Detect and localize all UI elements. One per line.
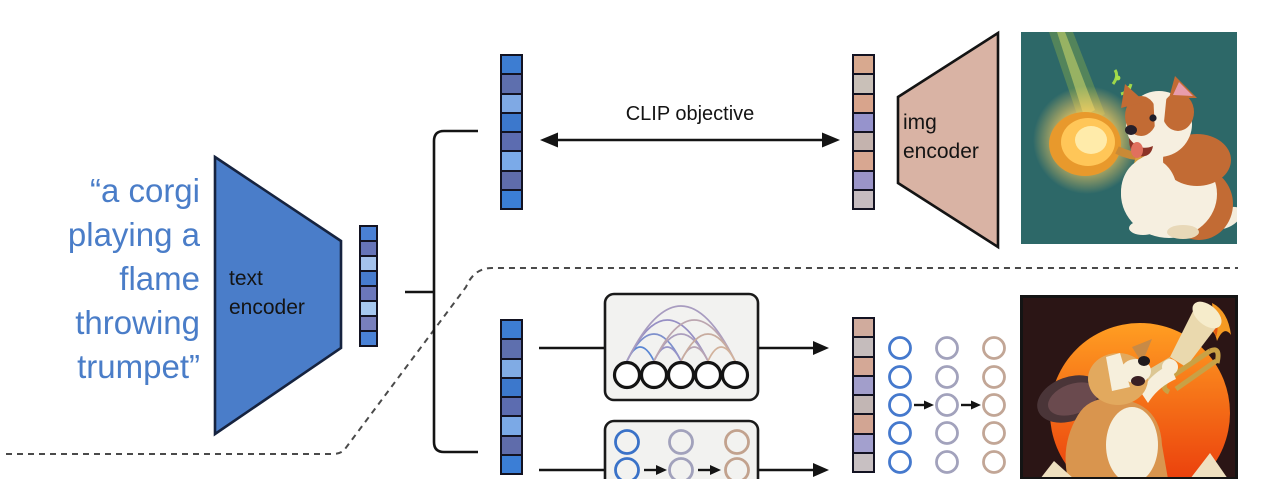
- embedding-cell: [852, 92, 875, 114]
- text-encoder-label-line1: text: [229, 267, 263, 290]
- img-encoder-label-line1: img: [903, 111, 937, 134]
- training-image: [1021, 32, 1237, 244]
- embedding-cell: [500, 376, 523, 399]
- embedding-cell: [852, 452, 875, 474]
- prompt-line: playing a: [67, 216, 200, 253]
- text-encoder-shape: [213, 154, 343, 437]
- embedding-cell: [852, 150, 875, 172]
- embedding-cell: [500, 357, 523, 379]
- prior-text-embedding: [500, 319, 523, 476]
- embedding-cell: [500, 415, 523, 437]
- prompt-line: flame: [119, 260, 200, 297]
- prior-image-embedding: [852, 317, 875, 474]
- prior-output-arrow: [758, 341, 829, 355]
- embedding-cell: [852, 394, 875, 416]
- img-encoder-label-line2: encoder: [903, 140, 979, 163]
- decoder-output-arrow: [758, 463, 829, 477]
- embedding-cell: [852, 374, 875, 397]
- embedding-cell: [500, 189, 523, 211]
- embedding-cell: [852, 432, 875, 455]
- clip-objective-arrow: [540, 132, 840, 148]
- embedding-cell: [359, 330, 378, 347]
- training-image-art: [1021, 32, 1237, 244]
- embedding-cell: [500, 319, 523, 341]
- embedding-cell: [500, 131, 523, 153]
- decoder-box-nodes: [614, 429, 750, 479]
- corgi-illustration-top: [1033, 32, 1237, 240]
- train-generate-divider-line: [6, 267, 1238, 455]
- diffusion-grid-nodes: [888, 336, 1006, 474]
- embedding-cell: [500, 169, 523, 192]
- embedding-cell: [500, 338, 523, 360]
- embedding-cell: [852, 111, 875, 134]
- embedding-cell: [852, 54, 875, 76]
- embedding-cell: [852, 317, 875, 339]
- img-encoder-label: img encoder: [903, 108, 979, 166]
- text-encoder-label-line2: encoder: [229, 296, 305, 319]
- embedding-cell: [500, 73, 523, 95]
- embedding-cell: [852, 413, 875, 435]
- embedding-cell: [500, 434, 523, 457]
- embedding-cell: [852, 189, 875, 211]
- embedding-cell: [500, 54, 523, 76]
- branch-bracket: [405, 129, 478, 454]
- decoder-step-arrows: [644, 465, 721, 475]
- prior-attention-arcs: [626, 305, 736, 362]
- prompt-text: “a corgi playing a flame throwing trumpe…: [0, 169, 200, 389]
- generated-image: [1020, 295, 1238, 479]
- text-encoder-output-embedding: [359, 225, 378, 347]
- corgi-illustration-bottom: [1020, 295, 1238, 479]
- embedding-cell: [500, 396, 523, 418]
- prompt-line: trumpet”: [77, 348, 200, 385]
- prompt-line: “a corgi: [89, 172, 200, 209]
- embedding-cell: [500, 454, 523, 476]
- clip-text-embedding: [500, 54, 523, 211]
- embedding-cell: [852, 336, 875, 358]
- prompt-line: throwing: [75, 304, 200, 341]
- embedding-cell: [852, 355, 875, 377]
- prior-token-nodes: [612, 360, 750, 390]
- embedding-cell: [852, 73, 875, 95]
- embedding-cell: [500, 150, 523, 172]
- text-encoder-label: text encoder: [229, 264, 305, 322]
- embedding-cell: [852, 131, 875, 153]
- embedding-cell: [500, 111, 523, 134]
- img-encoder-shape: [896, 30, 1000, 250]
- generated-image-art: [1020, 295, 1238, 479]
- clip-image-embedding: [852, 54, 875, 211]
- diffusion-step-arrows: [914, 400, 981, 410]
- clip-objective-label: CLIP objective: [625, 103, 755, 125]
- embedding-cell: [852, 169, 875, 192]
- embedding-cell: [500, 92, 523, 114]
